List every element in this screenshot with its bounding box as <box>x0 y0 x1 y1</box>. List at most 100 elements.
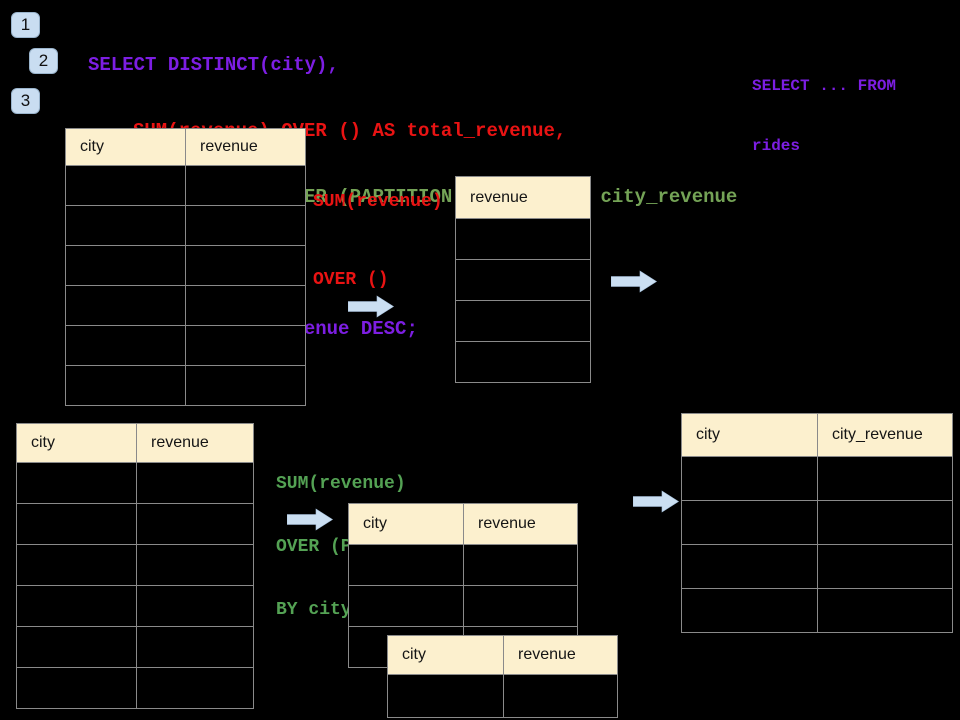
column-header-city: city <box>387 635 504 675</box>
table-row <box>681 456 953 501</box>
table-cell-empty <box>65 245 186 286</box>
table-cell-empty <box>65 325 186 366</box>
table-source-bottom: city revenue <box>16 423 254 709</box>
table-header-row: city revenue <box>387 635 618 675</box>
table-cell-empty <box>348 544 464 586</box>
table-cell-empty <box>16 544 137 586</box>
side-note-from-rides: SELECT ... FROM rides <box>752 36 896 196</box>
table-cell-empty <box>65 365 186 406</box>
table-cell-empty <box>185 165 306 206</box>
table-cell-empty <box>503 674 618 718</box>
table-row <box>681 500 953 545</box>
table-cell-empty <box>136 462 254 504</box>
right-arrow-icon <box>348 295 394 318</box>
step-badge-2: 2 <box>29 48 58 74</box>
table-header-row: city revenue <box>65 128 306 166</box>
table-cell-empty <box>16 462 137 504</box>
table-cell-empty <box>185 245 306 286</box>
table-row <box>387 674 618 718</box>
table-cell-empty <box>16 503 137 545</box>
table-row <box>65 325 306 366</box>
side-note-line1: SELECT ... FROM <box>752 77 897 95</box>
column-header-city: city <box>348 503 464 545</box>
table-row <box>16 544 254 586</box>
table-row <box>348 544 578 586</box>
column-header-revenue: revenue <box>503 635 618 675</box>
table-row <box>455 341 591 383</box>
sql-line-select: SELECT DISTINCT(city), <box>88 54 339 76</box>
table-cell-empty <box>65 285 186 326</box>
annotation-total-revenue: SUM(revenue) OVER () <box>313 137 443 345</box>
table-total-result: revenue <box>455 176 591 383</box>
table-source-top: city revenue <box>65 128 306 406</box>
table-partition-back: city revenue <box>387 635 618 718</box>
table-cell-empty <box>16 626 137 668</box>
table-row <box>681 544 953 589</box>
table-cell-empty <box>16 667 137 709</box>
table-row <box>16 667 254 709</box>
table-cell-empty <box>348 585 464 627</box>
table-row <box>16 585 254 627</box>
right-arrow-icon <box>287 508 333 531</box>
table-cell-empty <box>817 500 953 545</box>
table-cell-empty <box>455 300 591 342</box>
table-cell-empty <box>681 456 818 501</box>
column-header-city: city <box>681 413 818 457</box>
table-cell-empty <box>817 588 953 633</box>
column-header-revenue: revenue <box>185 128 306 166</box>
column-header-city-revenue: city_revenue <box>817 413 953 457</box>
table-row <box>65 205 306 246</box>
right-arrow-icon <box>611 270 657 293</box>
table-row <box>65 365 306 406</box>
table-cell-empty <box>681 588 818 633</box>
table-header-row: city revenue <box>16 423 254 463</box>
table-cell-empty <box>16 585 137 627</box>
table-row <box>455 218 591 260</box>
step-badge-1: 1 <box>11 12 40 38</box>
table-cell-empty <box>455 259 591 301</box>
table-header-row: revenue <box>455 176 591 219</box>
table-cell-empty <box>136 544 254 586</box>
table-cell-empty <box>681 500 818 545</box>
table-cell-empty <box>136 626 254 668</box>
table-cell-empty <box>136 667 254 709</box>
table-row <box>455 300 591 342</box>
table-row <box>16 626 254 668</box>
table-row <box>65 165 306 206</box>
table-cell-empty <box>817 544 953 589</box>
table-cell-empty <box>455 218 591 260</box>
table-cell-empty <box>65 165 186 206</box>
table-cell-empty <box>463 585 578 627</box>
annotation-partition-line1: SUM(revenue) <box>276 474 406 494</box>
table-cell-empty <box>136 585 254 627</box>
table-row <box>455 259 591 301</box>
table-cell-empty <box>463 544 578 586</box>
right-arrow-icon <box>633 490 679 513</box>
table-cell-empty <box>136 503 254 545</box>
table-cell-empty <box>185 285 306 326</box>
table-final-result: city city_revenue <box>681 413 953 633</box>
table-cell-empty <box>185 365 306 406</box>
table-cell-empty <box>65 205 186 246</box>
annotation-total-line1: SUM(revenue) <box>313 192 443 212</box>
table-row <box>16 462 254 504</box>
table-cell-empty <box>817 456 953 501</box>
table-header-row: city city_revenue <box>681 413 953 457</box>
column-header-revenue: revenue <box>463 503 578 545</box>
table-cell-empty <box>681 544 818 589</box>
table-row <box>65 285 306 326</box>
table-row <box>16 503 254 545</box>
column-header-city: city <box>16 423 137 463</box>
table-cell-empty <box>387 674 504 718</box>
side-note-line2: rides <box>752 137 801 155</box>
table-cell-empty <box>185 325 306 366</box>
table-row <box>65 245 306 286</box>
step-badge-3: 3 <box>11 88 40 114</box>
table-row <box>681 588 953 633</box>
table-row <box>348 585 578 627</box>
column-header-revenue: revenue <box>455 176 591 219</box>
table-cell-empty <box>185 205 306 246</box>
table-header-row: city revenue <box>348 503 578 545</box>
column-header-revenue: revenue <box>136 423 254 463</box>
